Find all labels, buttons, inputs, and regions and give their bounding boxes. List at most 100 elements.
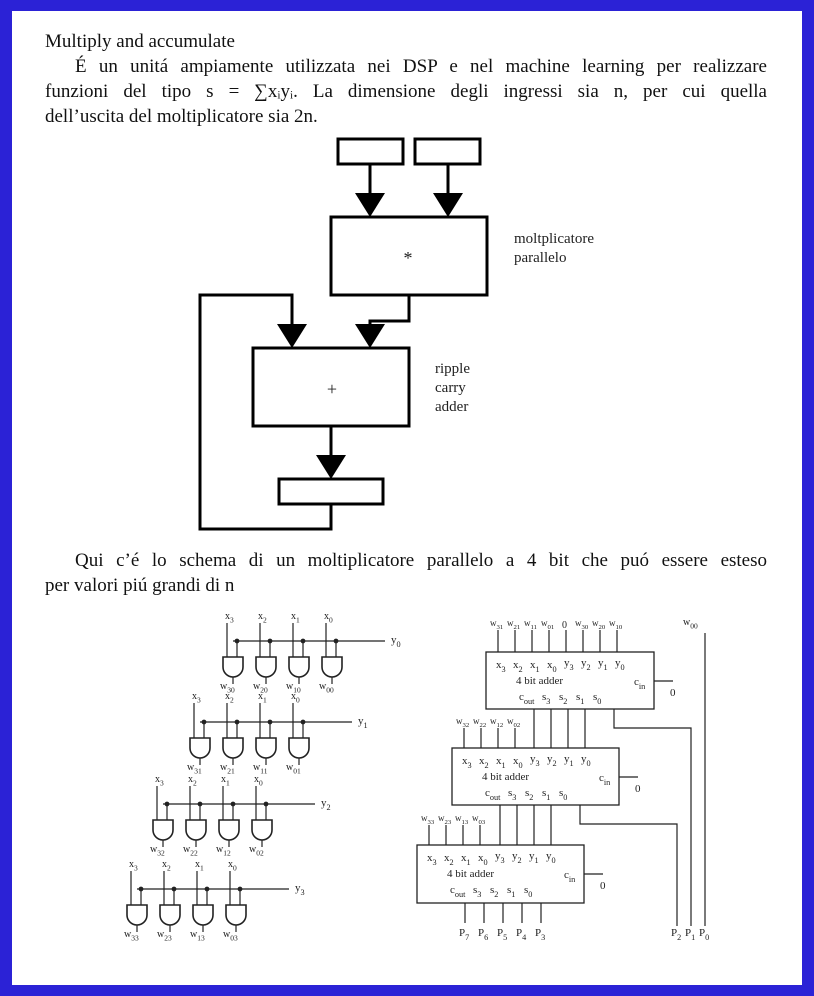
top-input-label: w03: [472, 813, 486, 826]
and-gate: [152, 819, 174, 841]
junction-dot: [237, 886, 243, 892]
adder-box: [451, 747, 620, 806]
adder-cout-port: cout: [519, 691, 535, 706]
intro-line-3: dell’uscita del moltiplicatore sia 2n.: [45, 106, 318, 127]
adder-title: 4 bit adder: [447, 868, 494, 880]
x-input-label: x3: [225, 611, 234, 625]
junction-dot: [267, 719, 273, 725]
adder-y-port: y2: [512, 850, 522, 865]
intro-paragraph: É un unitá ampiamente utilizzata nei DSP…: [45, 54, 767, 129]
and-gate: [288, 656, 310, 678]
x-input-label: x0: [228, 859, 237, 873]
w-output-label: w12: [216, 844, 231, 858]
top-input-label: w30: [575, 618, 589, 631]
adder-y-port: y0: [546, 850, 556, 865]
x-input-label: x0: [324, 611, 333, 625]
adder-y-port: y2: [547, 753, 557, 768]
adder-s-port: s3: [473, 884, 481, 899]
adder-chain-diagram: x3 x2 x1 x0 y3 y2 y1 y0 4 bit adder cout s3 s2 s1 s0 c…: [416, 617, 709, 942]
top-input-label: w20: [592, 618, 606, 631]
p-output-label: P4: [516, 927, 526, 942]
p-output-label: P5: [497, 927, 507, 942]
adder-s-port: s1: [542, 787, 550, 802]
top-input-label: w22: [473, 716, 486, 729]
x-input-label: x1: [291, 611, 300, 625]
cin-value: 0: [635, 783, 641, 795]
adder-s-port: s2: [525, 787, 533, 802]
junction-dot: [300, 638, 306, 644]
feedback-path: [198, 293, 333, 531]
junction-dot: [333, 638, 339, 644]
p-output-label: P0: [699, 927, 709, 942]
adder-label-2: carry: [435, 380, 466, 396]
x-input-label: x0: [254, 774, 263, 788]
and-array-lines: [126, 623, 385, 932]
x-input-label: x1: [258, 691, 267, 705]
x-input-label: x1: [195, 859, 204, 873]
adder-x-port: x0: [478, 852, 488, 867]
p-output-label: P3: [535, 927, 545, 942]
adder-x-port: x0: [547, 659, 557, 674]
adder-y-port: y3: [495, 850, 505, 865]
adder-title: 4 bit adder: [482, 771, 529, 783]
x-input-label: x3: [192, 691, 201, 705]
adder-y-port: y0: [581, 753, 591, 768]
and-gate: [222, 737, 244, 759]
x-input-label: x2: [162, 859, 171, 873]
multiplier-label-2: parallelo: [514, 250, 566, 266]
and-gate-array: y0x3w30x2w20x1w10x0w00y1x3w31x2w21x1w11x…: [124, 611, 401, 943]
adder-x-port: x2: [479, 755, 489, 770]
adder-box: [485, 651, 655, 710]
top-input-label: w21: [507, 618, 520, 631]
top-input-label: w12: [490, 716, 503, 729]
w-output-label: w13: [190, 929, 205, 943]
junction-dot: [204, 886, 210, 892]
x-input-label: x1: [221, 774, 230, 788]
adder-y-port: y1: [564, 753, 574, 768]
junction-dot: [197, 801, 203, 807]
w-output-label: w03: [223, 929, 238, 943]
w00-label: w00: [683, 617, 698, 631]
top-input-label: w01: [541, 618, 554, 631]
w-output-label: w02: [249, 844, 264, 858]
and-gate: [159, 904, 181, 926]
adder-symbol: +: [327, 379, 337, 399]
adder-x-port: x2: [444, 852, 454, 867]
p-output-label: P6: [478, 927, 488, 942]
x-input-label: x3: [129, 859, 138, 873]
adder-x-port: x3: [496, 659, 506, 674]
cin-value: 0: [670, 687, 676, 699]
intro-line-1: É un unitá ampiamente utilizzata nei DSP…: [75, 56, 767, 77]
w-output-label: w23: [157, 929, 172, 943]
y-input-label: y2: [321, 797, 331, 812]
adder-y-port: y2: [581, 657, 591, 672]
top-input-label: w33: [421, 813, 435, 826]
adder-s-port: s0: [524, 884, 532, 899]
w-output-label: w33: [124, 929, 139, 943]
and-gate: [321, 656, 343, 678]
junction-dot: [300, 719, 306, 725]
and-gate: [126, 904, 148, 926]
arrow-mult-to-adder: [355, 295, 411, 348]
and-gate: [185, 819, 207, 841]
adder-x-port: x0: [513, 755, 523, 770]
adder-s-port: s3: [542, 691, 550, 706]
and-gate: [255, 737, 277, 759]
adder-cout-port: cout: [450, 884, 466, 899]
intro-line-2: funzioni del tipo s = ∑xᵢyᵢ. La dimensio…: [45, 81, 767, 102]
adder-y-port: y1: [529, 850, 539, 865]
adder-cout-port: cout: [485, 787, 501, 802]
adder-label-1: ripple: [435, 361, 470, 377]
w-output-label: w20: [253, 681, 268, 695]
adder-x-port: x1: [461, 852, 471, 867]
adder-x-port: x3: [462, 755, 472, 770]
adder-x-port: x1: [496, 755, 506, 770]
p-output-label: P7: [459, 927, 469, 942]
w-output-label: w10: [286, 681, 301, 695]
and-gate: [222, 656, 244, 678]
y-input-label: y0: [391, 634, 401, 649]
top-input-label: 0: [562, 620, 567, 631]
adder-s-port: s0: [593, 691, 601, 706]
y-input-label: y3: [295, 882, 305, 897]
and-gate: [288, 737, 310, 759]
